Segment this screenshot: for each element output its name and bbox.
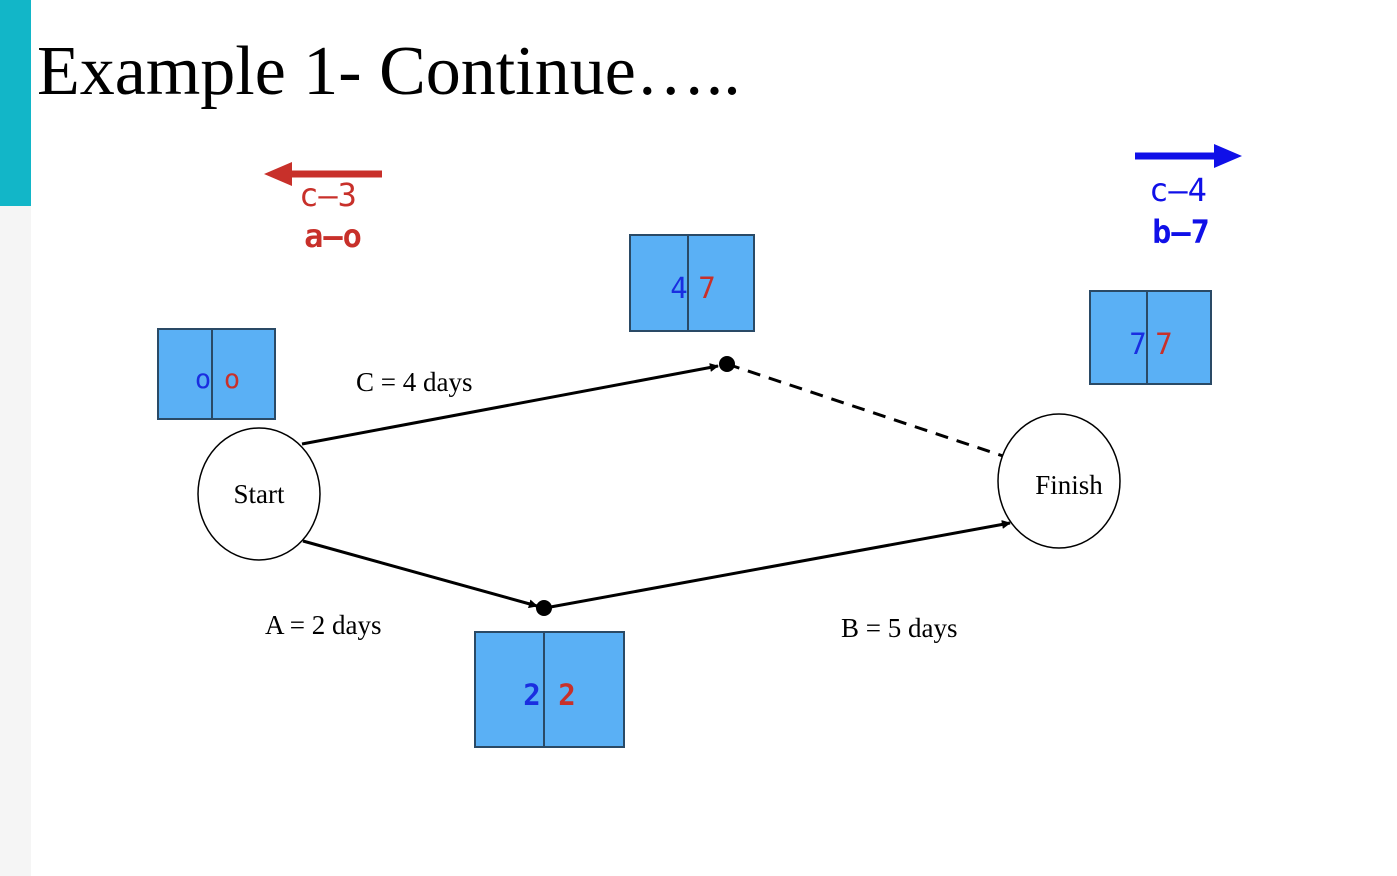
backward-legend-line2: a—o [304,217,362,255]
activity-a-arrow [302,539,538,609]
forward-pass-legend: c—4 b—7 [1135,144,1242,251]
finish-early-time: 7 [1129,327,1146,361]
forward-legend-line2: b—7 [1152,213,1210,251]
activity-b-label: B = 5 days [841,613,957,643]
c-end-time-box-frame [629,234,755,332]
activity-c-arrow [301,363,719,446]
a-end-time-box: 2 2 [474,631,625,748]
start-time-box-frame [157,328,276,420]
right-arrowhead-icon [1214,144,1242,168]
forward-legend-line1: c—4 [1149,171,1207,209]
finish-late-time: 7 [1155,327,1172,361]
slide-title: Example 1- Continue….. [37,33,741,110]
event-node-c-end [719,356,735,372]
c-end-late-time: 7 [698,271,715,305]
event-node-a-end [536,600,552,616]
left-arrowhead-icon [264,162,292,186]
dummy-activity-dashed-arrow [726,362,1004,458]
activity-b-arrow [544,520,1011,610]
finish-node-circle [997,413,1121,549]
finish-time-box-frame [1089,290,1212,385]
start-node-label: Start [234,479,285,509]
start-time-box: o o [157,328,276,420]
start-node: Start [197,427,321,561]
finish-node: Finish [997,413,1121,549]
c-end-time-box: 4 7 [629,234,755,332]
a-end-time-box-frame [474,631,625,748]
a-end-late-time: 2 [558,678,575,712]
start-node-circle [197,427,321,561]
start-early-time: o [195,364,211,395]
start-late-time: o [224,364,240,395]
finish-time-box: 7 7 [1089,290,1212,385]
backward-pass-legend: c—3 a—o [264,162,382,255]
accent-bar [0,0,31,206]
a-end-early-time: 2 [523,678,540,712]
activity-a-label: A = 2 days [265,610,381,640]
c-end-early-time: 4 [670,271,687,305]
finish-node-label: Finish [1035,470,1103,500]
activity-c-label: C = 4 days [356,367,472,397]
backward-legend-line1: c—3 [299,176,357,214]
